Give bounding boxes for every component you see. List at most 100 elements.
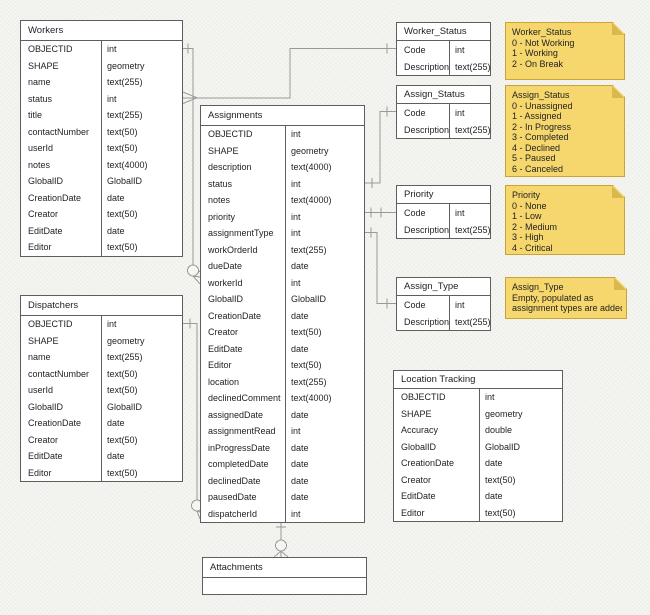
field-type: int xyxy=(291,277,301,288)
field-type: date xyxy=(485,491,503,502)
field-type: text(50) xyxy=(107,143,138,154)
field-name: CreationDate xyxy=(28,418,82,429)
note-line: assignment types are added xyxy=(512,303,622,313)
note-line: 1 - Working xyxy=(512,48,558,58)
field-type: int xyxy=(107,93,117,104)
field-name: priority xyxy=(208,211,236,222)
field-name: contactNumber xyxy=(28,368,90,379)
field-type: geometry xyxy=(107,335,145,346)
field-type: text(255) xyxy=(291,376,327,387)
field-name: CreationDate xyxy=(401,458,455,469)
table-title: Location Tracking xyxy=(394,371,562,389)
field-name: status xyxy=(28,93,53,104)
field-name: Accuracy xyxy=(401,425,439,436)
field-name: Editor xyxy=(208,360,232,371)
field-type: int xyxy=(291,426,301,437)
field-name: dispatcherId xyxy=(208,508,258,519)
note-line: 2 - In Progress xyxy=(512,121,572,132)
field-name: completedDate xyxy=(208,459,269,470)
field-type: date xyxy=(291,310,309,321)
field-name: location xyxy=(208,376,240,387)
field-type: text(255) xyxy=(291,244,327,255)
field-name: workerId xyxy=(208,277,243,288)
field-name: CreationDate xyxy=(208,310,262,321)
field-row: completedDate date xyxy=(201,456,364,473)
field-type: date xyxy=(291,261,309,272)
field-type: text(50) xyxy=(291,360,322,371)
field-name: Description xyxy=(404,316,449,327)
field-row: status int xyxy=(21,91,182,108)
field-name: Editor xyxy=(401,507,425,518)
relationship-assignments-priority-to-priority-code xyxy=(365,207,396,218)
field-name: userId xyxy=(28,385,54,396)
note-line: 4 - Critical xyxy=(512,242,553,253)
note-title: Assign_Type xyxy=(512,282,564,292)
table-title: Assignments xyxy=(201,106,364,126)
field-name: EditDate xyxy=(28,451,63,462)
field-name: assignmentRead xyxy=(208,426,276,437)
field-type: int xyxy=(291,228,301,239)
field-type: int xyxy=(291,508,301,519)
relationship-assignments-to-attachments xyxy=(273,521,289,558)
note-line: 1 - Low xyxy=(512,211,542,221)
note-line: 3 - High xyxy=(512,232,544,242)
field-type: date xyxy=(291,459,309,470)
field-type: text(4000) xyxy=(291,393,332,404)
field-name: EditDate xyxy=(208,343,243,354)
field-name: GlobalID xyxy=(208,294,244,305)
field-type: date xyxy=(291,343,309,354)
field-type: text(255) xyxy=(107,352,143,363)
field-name: inProgressDate xyxy=(208,442,271,453)
field-type: GlobalID xyxy=(107,401,143,412)
field-type: date xyxy=(291,442,309,453)
field-name: OBJECTID xyxy=(208,129,253,140)
field-type: int xyxy=(455,107,465,118)
field-name: SHAPE xyxy=(208,145,239,156)
field-type: int xyxy=(485,392,495,403)
table-title: Assign_Type xyxy=(397,278,490,296)
table-attachments[interactable]: Attachments xyxy=(202,557,367,595)
field-type: geometry xyxy=(107,60,145,71)
field-name: SHAPE xyxy=(28,60,59,71)
field-type: int xyxy=(455,299,465,310)
field-row: SHAPE geometry xyxy=(21,58,182,75)
field-name: Creator xyxy=(401,474,432,485)
field-row: workerId int xyxy=(201,275,364,292)
relationship-assignments-status-to-assign-status-code xyxy=(365,106,396,188)
field-name: Creator xyxy=(208,327,239,338)
column-divider xyxy=(285,126,286,522)
